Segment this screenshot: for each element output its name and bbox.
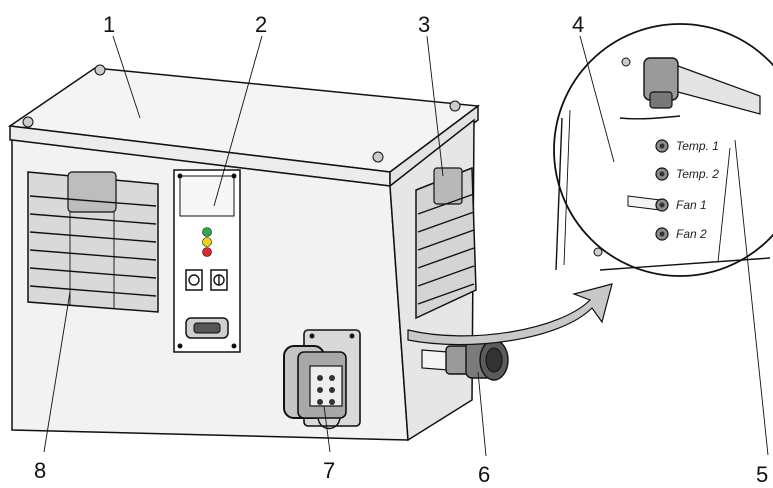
sensor-socket-fan-2: Fan 2 — [655, 227, 707, 241]
label-fan-2: Fan 2 — [676, 227, 707, 241]
callout-8: 8 — [34, 458, 46, 483]
callout-7: 7 — [323, 458, 335, 483]
lid-screw-icon — [372, 151, 384, 163]
callout-6: 6 — [478, 462, 490, 487]
power-connector — [283, 329, 361, 430]
led-indicator-red-icon — [202, 247, 212, 257]
power-connector-icon — [309, 365, 343, 407]
detail-cable-gland — [643, 57, 761, 115]
callout-1: 1 — [103, 12, 115, 37]
push-button-left-icon — [185, 269, 203, 291]
sensor-socket-fan-1: Fan 1 — [627, 195, 707, 212]
led-indicator-yellow-icon — [202, 237, 212, 247]
housing-lid-side-edge — [389, 104, 479, 188]
side-air-grille — [415, 166, 477, 320]
leader-lines — [43, 35, 769, 457]
label-fan-1: Fan 1 — [676, 198, 707, 212]
detail-arrow-icon — [407, 283, 613, 346]
detail-view: Temp. 1 Temp. 2 Fan 1 Fan 2 — [553, 23, 773, 277]
label-temp-1: Temp. 1 — [676, 139, 719, 153]
callouts: 1 2 3 4 5 6 7 8 — [34, 12, 768, 487]
round-cable-connector — [421, 339, 509, 381]
front-air-grille — [27, 171, 159, 313]
sensor-socket-temp-2: Temp. 2 — [655, 167, 719, 181]
callout-3: 3 — [418, 12, 430, 37]
callout-4: 4 — [572, 12, 584, 37]
led-indicator-green-icon — [202, 227, 212, 237]
callout-2: 2 — [255, 12, 267, 37]
lid-screw-icon — [94, 64, 106, 76]
callout-5: 5 — [756, 462, 768, 487]
lid-screw-icon — [22, 116, 34, 128]
control-panel — [173, 169, 241, 353]
label-temp-2: Temp. 2 — [676, 167, 719, 181]
sensor-socket-temp-1: Temp. 1 — [655, 139, 719, 153]
lid-screw-icon — [449, 100, 461, 112]
